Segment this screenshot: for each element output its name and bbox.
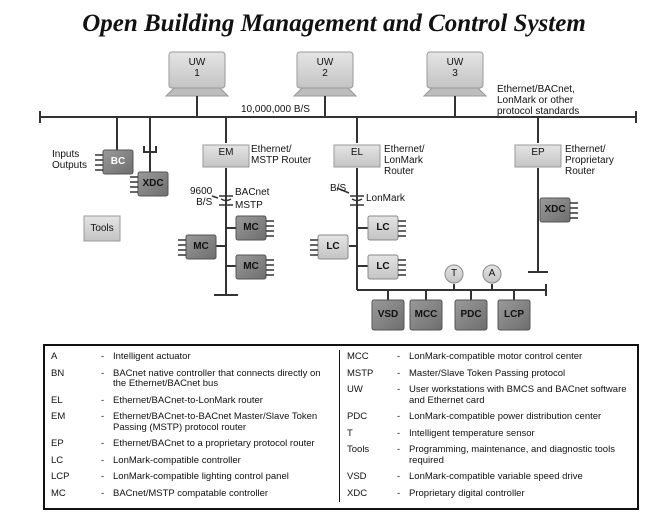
legend-row: T-Intelligent temperature sensor bbox=[347, 427, 535, 439]
lon-bs-label: B/S bbox=[330, 183, 347, 194]
mc-label-3: MC bbox=[243, 261, 259, 272]
mcc-label: MCC bbox=[414, 309, 438, 320]
legend-row: PDC-LonMark-compatible power distributio… bbox=[347, 411, 602, 422]
legend-row: EM-Ethernet/BACnet-to-BACnet Master/Slav… bbox=[51, 411, 318, 433]
bc-label: BC bbox=[110, 156, 126, 167]
mc-label-1: MC bbox=[193, 241, 209, 252]
diagram-title: Open Building Management and Control Sys… bbox=[82, 10, 586, 37]
em-label: EM bbox=[218, 147, 234, 158]
legend-left-column: A-Intelligent actuator BN-BACnet native … bbox=[51, 351, 333, 505]
legend-row: VSD-LonMark-compatible variable speed dr… bbox=[347, 471, 583, 482]
connector-pins bbox=[95, 154, 578, 276]
device-boxes bbox=[83, 144, 571, 331]
legend-row: EP-Ethernet/BACnet to a proprietary prot… bbox=[51, 438, 315, 449]
lcp-label: LCP bbox=[504, 309, 524, 320]
ep-label: EP bbox=[531, 147, 545, 158]
lc-label-3: LC bbox=[376, 261, 390, 272]
outputs-label: Outputs bbox=[52, 160, 88, 171]
mstp-speed-label: 9600 B/S bbox=[190, 186, 213, 208]
legend-row: UW-User workstations with BMCS and BACne… bbox=[347, 384, 627, 406]
el-router-desc: Ethernet/ LonMark Router bbox=[384, 144, 425, 177]
mstp-label: MSTP bbox=[235, 200, 263, 211]
legend-row: Tools-Programming, maintenance, and diag… bbox=[347, 444, 615, 466]
legend-row: MSTP-Master/Slave Token Passing protocol bbox=[347, 367, 566, 379]
tools-label: Tools bbox=[90, 223, 114, 234]
ep-router-desc: Ethernet/ Proprietary Router bbox=[565, 144, 614, 177]
lc-label-1: LC bbox=[326, 241, 340, 252]
bus-speed-label: 10,000,000 B/S bbox=[241, 104, 310, 115]
legend-row: LC-LonMark-compatible controller bbox=[51, 454, 241, 466]
lc-label-2: LC bbox=[376, 222, 390, 233]
workstation-1-label: UW 1 bbox=[188, 57, 206, 79]
protocol-note: Ethernet/BACnet, LonMark or other protoc… bbox=[497, 84, 580, 117]
workstation-2 bbox=[292, 51, 358, 97]
xdc-label: XDC bbox=[142, 178, 164, 189]
legend-row: A-Intelligent actuator bbox=[51, 351, 191, 362]
mc-label-2: MC bbox=[243, 222, 259, 233]
bacnet-label: BACnet bbox=[235, 187, 270, 198]
legend-row: EL-Ethernet/BACnet-to-LonMark router bbox=[51, 394, 263, 406]
legend-row: LCP-LonMark-compatible lighting control … bbox=[51, 471, 289, 482]
legend-row: MCC-LonMark-compatible motor control cen… bbox=[347, 351, 583, 362]
el-label: EL bbox=[350, 147, 364, 158]
legend: A-Intelligent actuator BN-BACnet native … bbox=[43, 344, 639, 510]
actuator-label: A bbox=[488, 268, 496, 279]
pdc-label: PDC bbox=[460, 309, 482, 320]
inputs-label: Inputs bbox=[52, 149, 80, 160]
workstation-1 bbox=[164, 51, 230, 97]
em-router-desc: Ethernet/ MSTP Router bbox=[251, 144, 312, 166]
workstation-3-label: UW 3 bbox=[446, 57, 464, 79]
legend-row: XDC-Proprietary digital controller bbox=[347, 487, 525, 499]
ethernet-bus bbox=[39, 96, 637, 300]
vsd-label: VSD bbox=[377, 309, 399, 320]
legend-row: MC-BACnet/MSTP compatable controller bbox=[51, 487, 269, 499]
legend-divider bbox=[339, 350, 340, 502]
legend-row: BN-BACnet native controller that connect… bbox=[51, 367, 321, 389]
xdc-label-2: XDC bbox=[544, 204, 566, 215]
legend-right-column: MCC-LonMark-compatible motor control cen… bbox=[347, 351, 631, 505]
protocol-transitions bbox=[211, 187, 364, 206]
workstation-3 bbox=[422, 51, 488, 97]
t-sensor-label: T bbox=[450, 268, 458, 279]
lonmark-label: LonMark bbox=[366, 193, 405, 204]
workstation-2-label: UW 2 bbox=[316, 57, 334, 79]
